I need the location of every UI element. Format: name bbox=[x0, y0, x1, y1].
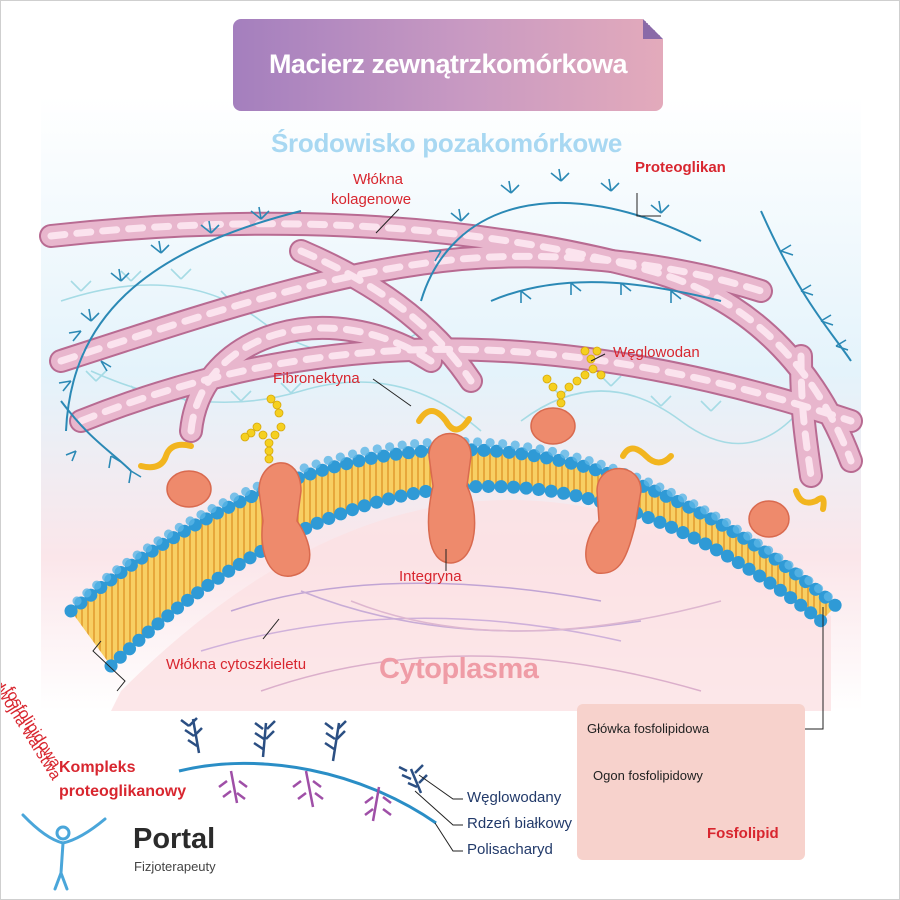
phospholipid-tail-label: Ogon fosfolipidowy bbox=[593, 768, 703, 783]
integrin-2 bbox=[427, 432, 476, 564]
carbohydrate-label: Węglowodan bbox=[613, 344, 700, 361]
proteoglycan-label: Proteoglikan bbox=[635, 159, 726, 176]
cytoskeleton-fibers bbox=[200, 582, 722, 692]
peripheral-protein-1 bbox=[166, 470, 212, 508]
cytoplasm-region bbox=[111, 499, 831, 711]
extracellular-environment-label: Środowisko pozakomórkowe bbox=[271, 128, 623, 158]
bilayer-outer-heads-2 bbox=[72, 437, 836, 606]
portal-logo-figure-icon bbox=[21, 813, 107, 891]
membrane-proteins bbox=[166, 407, 790, 577]
collagen-fibers-label-line1: Włókna bbox=[353, 171, 404, 188]
proteoglycans bbox=[60, 201, 852, 472]
collagen-fibers-label-line2: kolagenowe bbox=[331, 191, 412, 208]
page-title: Macierz zewnątrzkomórkowa bbox=[268, 49, 628, 79]
carbohydrate-chains bbox=[240, 346, 606, 464]
cytoplasm-label: Cytoplasma bbox=[379, 653, 539, 685]
proteoglycan-complex bbox=[178, 717, 463, 852]
logo-name: Portal bbox=[133, 823, 216, 855]
title-banner bbox=[233, 19, 663, 111]
complex-leader-lines bbox=[414, 774, 463, 852]
logo-subtitle: Fizjoterapeuty bbox=[134, 859, 216, 874]
complex-legend-polysaccharide: Polisacharyd bbox=[467, 841, 553, 858]
fibronectins bbox=[138, 408, 827, 512]
peripheral-protein-2 bbox=[530, 407, 576, 445]
proteoglycan-complex-label-line1: Kompleks bbox=[59, 759, 136, 776]
phospholipid-legend-box bbox=[577, 704, 805, 860]
integrin-3 bbox=[585, 467, 642, 574]
integrin-1 bbox=[258, 462, 311, 577]
integrin-label: Integryna bbox=[399, 568, 462, 585]
complex-core-protein bbox=[178, 761, 437, 825]
phospholipid-legend-title: Fosfolipid bbox=[707, 825, 779, 842]
peripheral-protein-3 bbox=[748, 500, 790, 538]
proteoglycan-complex-label-line2: proteoglikanowy bbox=[59, 783, 187, 800]
phospholipid-head-label: Główka fosfolipidowa bbox=[587, 721, 710, 736]
collagen-fibers bbox=[39, 211, 863, 488]
fibronectin-label: Fibronektyna bbox=[273, 370, 360, 387]
title-banner-fold bbox=[643, 19, 663, 39]
cytoskeleton-fibers-label: Włókna cytoszkieletu bbox=[166, 656, 307, 673]
complex-legend-carbohydrates: Węglowodany bbox=[467, 789, 562, 806]
complex-side-chains bbox=[180, 717, 428, 794]
complex-legend-core-protein: Rdzeń białkowy bbox=[467, 815, 573, 832]
proteoglycan-branches bbox=[58, 168, 849, 484]
